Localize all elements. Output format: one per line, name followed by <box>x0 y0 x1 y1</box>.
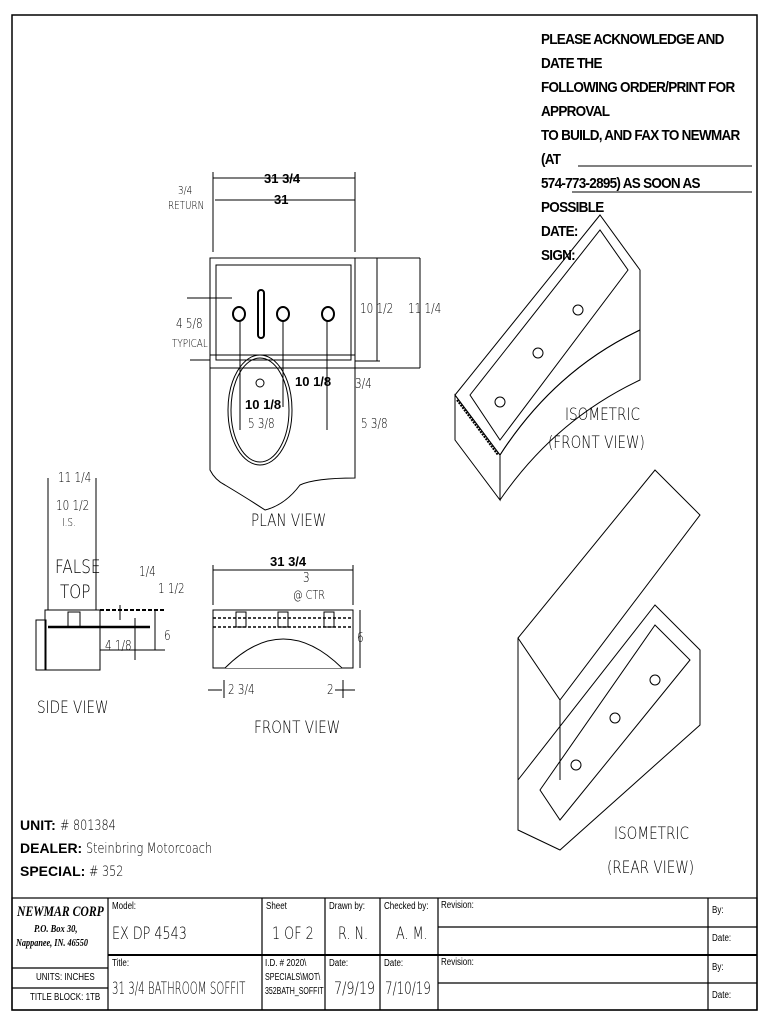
dim-typical-label: TYPICAL <box>172 337 208 350</box>
iso-rear-subtitle: (REAR VIEW) <box>607 858 695 878</box>
dim-spacing-right: 10 1/8 <box>295 374 332 389</box>
side-view-drawing <box>35 478 165 671</box>
front-view-title: FRONT VIEW <box>254 718 341 738</box>
checked-by-value: A. M. <box>396 924 428 944</box>
revision-by-label: By: <box>712 905 724 916</box>
front-view-drawing <box>208 565 361 698</box>
plan-view-drawing <box>187 172 421 511</box>
dim-return-label: RETURN <box>168 199 205 212</box>
dim-front: 3/4 <box>355 377 372 392</box>
company-name: NEWMAR CORP <box>17 904 104 920</box>
title-value: 31 3/4 BATHROOM SOFFIT <box>112 979 246 999</box>
title-block-label: TITLE BLOCK: 1TB <box>30 992 101 1003</box>
dim-side-outer: 11 1/4 <box>58 471 92 486</box>
dim-front-right: 2 <box>327 683 334 698</box>
dim-return: 3/4 <box>178 184 193 197</box>
title-block-lines <box>11 897 758 1011</box>
unit-value: # 801384 <box>59 818 116 834</box>
isometric-front-drawing <box>454 214 641 502</box>
notice-line: PLEASE ACKNOWLEDGE AND DATE THE <box>541 31 724 72</box>
iso-front-subtitle: (FRONT VIEW) <box>548 433 645 453</box>
dim-overall-width: 31 3/4 <box>264 171 301 186</box>
dim-inner-width: 31 <box>274 192 289 207</box>
checked-by-label: Checked by: <box>384 901 429 912</box>
dim-front-left: 2 3/4 <box>228 683 255 698</box>
dealer-info: DEALER: Steinbring Motorcoach <box>20 841 244 856</box>
revision-by-label: By: <box>712 962 724 973</box>
false-top-label: FALSE <box>55 556 101 578</box>
dim-depth-outer: 11 1/4 <box>408 302 442 317</box>
special-value: # 352 <box>89 864 124 880</box>
plan-view-title: PLAN VIEW <box>251 511 327 531</box>
dim-spacing-left: 10 1/8 <box>245 397 282 412</box>
drawn-date-label: Date: <box>329 958 349 969</box>
model-value: EX DP 4543 <box>112 924 187 944</box>
drawing-id-1: I.D. # 2020\ <box>265 958 307 969</box>
dim-side-inner-note: I.S. <box>62 516 76 529</box>
sheet-value: 1 OF 2 <box>272 924 314 944</box>
dim-ctr-label: @ CTR <box>293 588 325 602</box>
checked-date-label: Date: <box>384 958 404 969</box>
approval-notice: PLEASE ACKNOWLEDGE AND DATE THE FOLLOWIN… <box>541 28 747 268</box>
drawn-by-label: Drawn by: <box>329 901 366 912</box>
unit-label: UNIT: <box>20 817 56 833</box>
drawn-date-value: 7/9/19 <box>334 979 376 999</box>
dim-side-inner: 10 1/2 <box>56 499 90 514</box>
dim-typical: 4 5/8 <box>176 317 203 332</box>
drawn-by-value: R. N. <box>338 924 369 944</box>
sign-label: SIGN: <box>541 247 576 264</box>
dim-offset-left: 5 3/8 <box>248 417 275 432</box>
date-label: DATE: <box>541 223 578 240</box>
special-label: SPECIAL: <box>20 863 86 879</box>
drawing-id-3: 352BATH_SOFFIT <box>265 986 324 997</box>
dim-drop: 4 1/8 <box>105 639 132 654</box>
notice-line: TO BUILD, AND FAX TO NEWMAR (AT <box>541 127 740 168</box>
special-info: SPECIAL: # 352 <box>20 864 132 879</box>
iso-front-title: ISOMETRIC <box>565 405 640 425</box>
dealer-label: DEALER: <box>20 840 83 856</box>
title-label: Title: <box>112 958 130 969</box>
revision-date-label: Date: <box>712 933 732 944</box>
drawing-id-2: SPECIALS\MOT\ <box>265 972 321 983</box>
company-address-2: Nappanee, IN. 46550 <box>16 938 88 949</box>
notice-line: FOLLOWING ORDER/PRINT FOR APPROVAL <box>541 79 735 120</box>
dim-front-overall: 31 3/4 <box>270 554 307 569</box>
revision-label: Revision: <box>441 957 474 968</box>
dim-offset-right: 5 3/8 <box>361 417 388 432</box>
isometric-rear-drawing <box>517 469 701 851</box>
dim-quarter: 1/4 <box>139 565 156 580</box>
dealer-value: Steinbring Motorcoach <box>86 841 213 857</box>
notice-line: 574-773-2895) AS SOON AS POSSIBLE <box>541 175 701 216</box>
sheet-label: Sheet <box>266 901 287 912</box>
model-label: Model: <box>112 901 137 912</box>
dim-front-height: 6 <box>357 631 364 646</box>
dim-one-half: 1 1/2 <box>158 582 185 597</box>
units-label: UNITS: INCHES <box>36 972 95 983</box>
unit-info: UNIT: # 801384 <box>20 818 129 833</box>
checked-date-value: 7/10/19 <box>385 979 431 999</box>
dim-ctr: 3 <box>303 571 310 586</box>
false-top-label-2: TOP <box>60 581 91 603</box>
company-address-1: P.O. Box 30, <box>34 924 78 935</box>
side-view-title: SIDE VIEW <box>37 698 109 718</box>
dim-side-height: 6 <box>164 629 171 644</box>
revision-date-label: Date: <box>712 990 732 1001</box>
iso-rear-title: ISOMETRIC <box>614 824 689 844</box>
revision-label: Revision: <box>441 900 474 911</box>
dim-depth-inner: 10 1/2 <box>360 302 394 317</box>
